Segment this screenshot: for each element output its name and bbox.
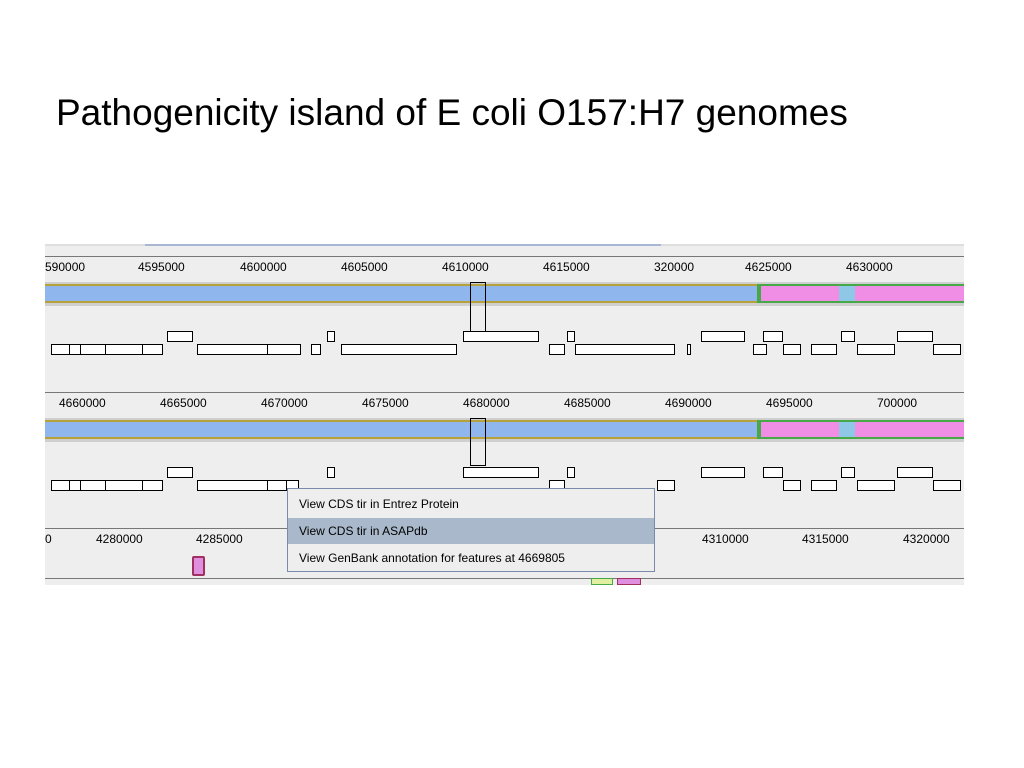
feature-marker[interactable]: [591, 578, 613, 585]
tick-label: 4615000: [543, 260, 590, 274]
cds-feature[interactable]: [69, 344, 81, 355]
tick-label: 4630000: [846, 260, 893, 274]
cds-feature[interactable]: [701, 331, 745, 342]
island-segment[interactable]: [761, 420, 964, 439]
island-segment[interactable]: [761, 284, 964, 303]
cds-feature[interactable]: [311, 344, 321, 355]
cds-feature[interactable]: [463, 467, 539, 478]
cds-feature[interactable]: [897, 467, 933, 478]
menu-item-entrez-protein[interactable]: View CDS tir in Entrez Protein: [299, 497, 459, 511]
segment-boundary: [757, 420, 761, 439]
tick-label: 700000: [877, 396, 918, 410]
tick-label: 4690000: [665, 396, 712, 410]
slide-title: Pathogenicity island of E coli O157:H7 g…: [56, 92, 848, 133]
menu-item-asapdb[interactable]: View CDS tir in ASAPdb: [288, 518, 654, 544]
cds-feature[interactable]: [575, 344, 675, 355]
genome-panel-2[interactable]: 4660000 4665000 4670000 4675000 4680000 …: [45, 392, 964, 528]
selected-gene-marker[interactable]: [470, 418, 486, 466]
horizontal-scroll-thumb[interactable]: [145, 244, 661, 246]
tick-label: 320000: [654, 260, 695, 274]
cds-feature[interactable]: [267, 480, 287, 491]
cds-feature[interactable]: [753, 344, 767, 355]
cds-feature[interactable]: [763, 331, 783, 342]
cds-feature[interactable]: [857, 480, 895, 491]
position-ruler-1: 590000 4595000 4600000 4605000 4610000 4…: [45, 256, 964, 284]
genome-viewer[interactable]: 590000 4595000 4600000 4605000 4610000 4…: [45, 244, 964, 585]
cds-feature[interactable]: [105, 344, 143, 355]
tick-label: 4625000: [745, 260, 792, 274]
cds-feature[interactable]: [701, 467, 745, 478]
tick-label: 4320000: [903, 532, 950, 546]
tick-label: 4685000: [564, 396, 611, 410]
cds-feature[interactable]: [267, 344, 301, 355]
tick-label: 0: [45, 532, 52, 546]
cds-feature[interactable]: [841, 467, 855, 478]
cds-feature[interactable]: [657, 480, 675, 491]
segment-boundary: [757, 284, 761, 303]
cds-feature[interactable]: [167, 331, 193, 342]
cds-feature[interactable]: [933, 344, 961, 355]
tick-label: 4665000: [160, 396, 207, 410]
cds-feature[interactable]: [933, 480, 961, 491]
conserved-segment[interactable]: [45, 284, 757, 303]
cds-feature[interactable]: [811, 344, 837, 355]
cds-feature[interactable]: [69, 480, 81, 491]
cds-feature[interactable]: [341, 344, 457, 355]
cds-feature[interactable]: [763, 467, 783, 478]
cds-feature[interactable]: [783, 344, 801, 355]
island-subsegment: [839, 286, 855, 301]
tick-label: 4675000: [362, 396, 409, 410]
tick-label: 4285000: [196, 532, 243, 546]
tick-label: 4280000: [96, 532, 143, 546]
tick-label: 590000: [45, 260, 86, 274]
cds-feature[interactable]: [811, 480, 837, 491]
cds-feature[interactable]: [567, 331, 575, 342]
tick-label: 4610000: [442, 260, 489, 274]
alignment-bar-1[interactable]: [45, 282, 964, 306]
island-subsegment: [839, 422, 855, 437]
tick-label: 4600000: [240, 260, 287, 274]
feature-marker[interactable]: [617, 578, 641, 585]
cds-feature[interactable]: [105, 480, 143, 491]
conserved-segment[interactable]: [45, 420, 757, 439]
cds-feature[interactable]: [841, 331, 855, 342]
cds-feature[interactable]: [687, 344, 691, 355]
cds-feature[interactable]: [463, 331, 539, 342]
cds-feature[interactable]: [327, 467, 335, 478]
tick-label: 4660000: [59, 396, 106, 410]
menu-item-genbank-annotation[interactable]: View GenBank annotation for features at …: [299, 551, 565, 565]
tick-label: 4695000: [766, 396, 813, 410]
cds-feature[interactable]: [783, 480, 801, 491]
tick-label: 4605000: [341, 260, 388, 274]
cds-feature[interactable]: [897, 331, 933, 342]
cds-feature[interactable]: [167, 467, 193, 478]
tick-label: 4670000: [261, 396, 308, 410]
tick-label: 4595000: [138, 260, 185, 274]
tick-label: 4680000: [463, 396, 510, 410]
panel-divider: [45, 578, 964, 579]
cds-feature[interactable]: [197, 480, 299, 491]
cds-feature[interactable]: [567, 467, 575, 478]
genome-panel-3[interactable]: 0 4280000 4285000 4310000 4315000 432000…: [45, 528, 964, 585]
position-ruler-3: 0 4280000 4285000 4310000 4315000 432000…: [45, 528, 964, 555]
tick-label: 4315000: [802, 532, 849, 546]
cds-feature[interactable]: [549, 344, 565, 355]
position-ruler-2: 4660000 4665000 4670000 4675000 4680000 …: [45, 392, 964, 420]
genome-panel-1[interactable]: 590000 4595000 4600000 4605000 4610000 4…: [45, 256, 964, 392]
context-menu[interactable]: View CDS tir in Entrez Protein View CDS …: [287, 488, 655, 572]
tick-label: 4310000: [702, 532, 749, 546]
feature-marker[interactable]: [192, 556, 205, 576]
cds-feature[interactable]: [327, 331, 335, 342]
cds-feature[interactable]: [857, 344, 895, 355]
alignment-bar-2[interactable]: [45, 418, 964, 442]
